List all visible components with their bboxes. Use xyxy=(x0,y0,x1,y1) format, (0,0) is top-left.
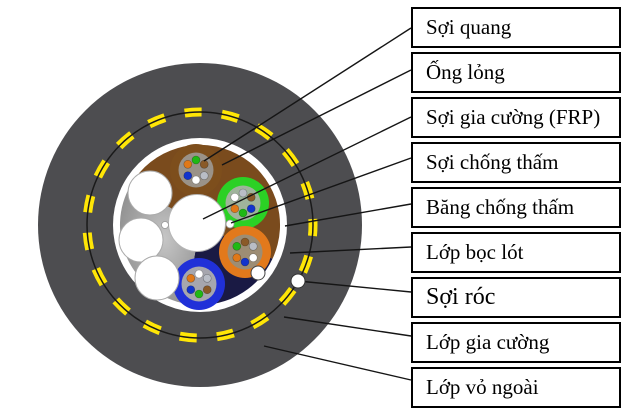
label-text-strength-layer: Lớp gia cường xyxy=(426,330,550,354)
optical-fiber-brown xyxy=(202,285,212,295)
label-box-strength-layer: Lớp gia cường xyxy=(411,322,621,363)
optical-fiber-silver xyxy=(248,242,258,251)
label-box-frp-strength-member: Sợi gia cường (FRP) xyxy=(411,97,621,138)
label-text-outer-jacket: Lớp vỏ ngoài xyxy=(426,375,539,399)
leader-line-optical-fiber xyxy=(203,27,412,162)
filler-rods xyxy=(118,170,180,301)
optical-fiber-orange xyxy=(230,204,240,213)
leader-line-ripcord xyxy=(297,280,412,293)
optical-fiber-green xyxy=(194,289,204,299)
optical-fiber-blue xyxy=(186,285,196,295)
loose-tube-blue xyxy=(173,258,225,310)
optical-fiber-blue xyxy=(246,204,256,213)
label-box-inner-sheath: Lớp bọc lót xyxy=(411,232,621,273)
leader-lines xyxy=(202,27,412,381)
leader-line-loose-tube xyxy=(221,69,412,166)
label-box-water-blocking-tape: Băng chống thấm xyxy=(411,187,621,228)
filler-rod xyxy=(134,255,180,301)
leader-line-water-blocking-yarn xyxy=(230,157,412,224)
leader-line-frp-strength-member xyxy=(202,116,412,220)
water-blocking-yarn-dot xyxy=(161,221,169,229)
label-text-water-blocking-yarn: Sợi chống thấm xyxy=(426,150,559,174)
optical-fiber-silver xyxy=(238,188,248,198)
optical-fiber-silver xyxy=(199,171,209,180)
optical-fiber-green xyxy=(232,242,242,251)
filler-rod xyxy=(118,217,164,263)
label-text-water-blocking-tape: Băng chống thấm xyxy=(426,195,575,219)
optical-fiber-white xyxy=(194,269,204,279)
label-box-optical-fiber: Sợi quang xyxy=(411,7,621,48)
label-text-optical-fiber: Sợi quang xyxy=(426,15,512,39)
label-box-outer-jacket: Lớp vỏ ngoài xyxy=(411,367,621,408)
label-text-ripcord: Sợi róc xyxy=(426,284,496,310)
loose-tube-green xyxy=(217,177,269,229)
filler-rod xyxy=(127,170,173,216)
strength-layer-circle-line xyxy=(86,111,314,339)
ripcord-dot xyxy=(290,273,306,289)
loose-tube-brown xyxy=(170,144,222,196)
label-text-frp-strength-member: Sợi gia cường (FRP) xyxy=(426,105,601,129)
optical-fiber-white xyxy=(230,193,240,202)
optical-fiber-brown xyxy=(240,237,250,247)
optical-fiber-blue xyxy=(183,171,193,180)
frp-central-strength-member xyxy=(168,194,226,252)
leader-line-strength-layer xyxy=(283,316,412,337)
leader-line-water-blocking-tape xyxy=(284,203,412,227)
optical-fiber-white xyxy=(191,175,201,185)
label-box-loose-tube: Ống lỏng xyxy=(411,52,621,93)
optical-fiber-green xyxy=(191,155,201,165)
loose-tubes xyxy=(170,144,271,310)
label-box-water-blocking-yarn: Sợi chống thấm xyxy=(411,142,621,183)
optical-fiber-white xyxy=(248,253,258,263)
optical-fiber-orange xyxy=(186,273,196,283)
optical-fiber-silver xyxy=(202,273,212,283)
optical-fiber-green xyxy=(238,208,248,218)
label-text-inner-sheath: Lớp bọc lót xyxy=(426,240,524,264)
leader-line-outer-jacket xyxy=(263,345,412,381)
optical-fiber-blue xyxy=(240,257,250,267)
leader-line-inner-sheath xyxy=(289,246,412,254)
label-box-ripcord: Sợi róc xyxy=(411,277,621,318)
ripcord-dot xyxy=(250,265,266,281)
label-text-loose-tube: Ống lỏng xyxy=(426,60,505,84)
loose-tube-orange xyxy=(219,226,271,278)
optical-fiber-orange xyxy=(183,160,193,169)
optical-fiber-orange xyxy=(232,253,242,263)
